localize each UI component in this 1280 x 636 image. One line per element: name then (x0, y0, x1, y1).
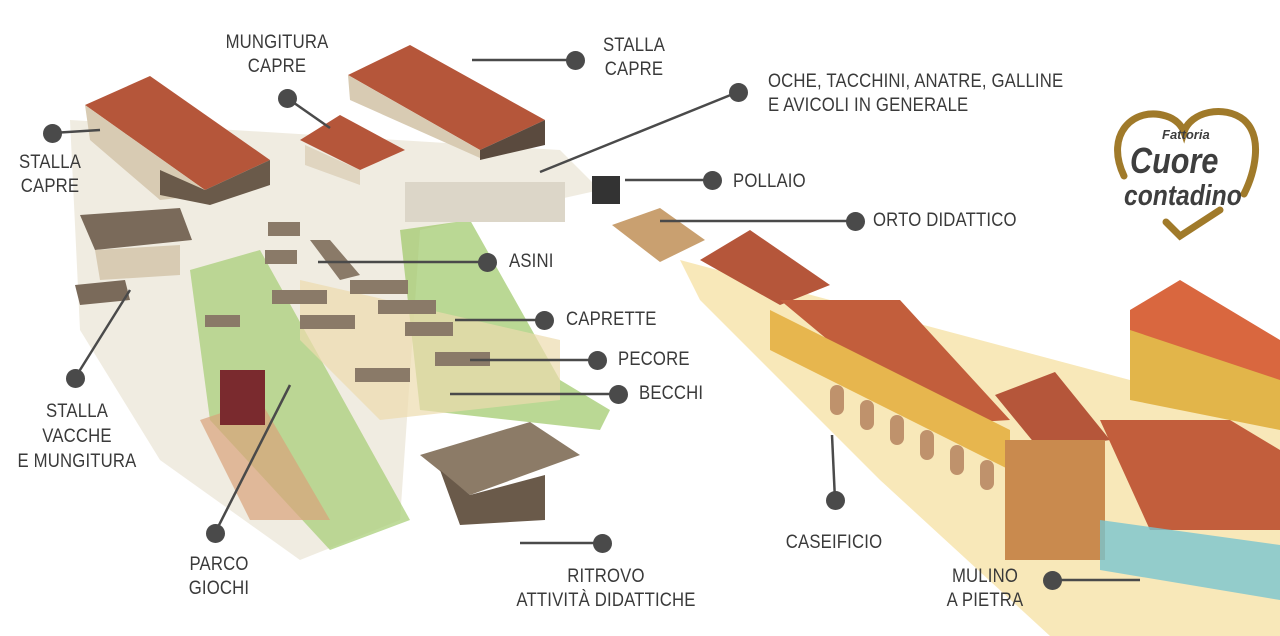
label-line: STALLA (602, 35, 666, 56)
label-stalla-vacche: STALLA VACCHE E MUNGITURA (15, 399, 138, 474)
label-stalla-capre-top: STALLA CAPRE (590, 34, 678, 82)
marker-pollaio[interactable] (703, 171, 722, 190)
heart-icon (1114, 108, 1260, 241)
label-becchi: BECCHI (639, 382, 703, 406)
label-stalla-capre-left: STALLA CAPRE (6, 151, 94, 199)
label-line: E AVICOLI IN GENERALE (768, 95, 969, 116)
label-caseificio: CASEIFICIO (781, 531, 887, 555)
label-line: E MUNGITURA (17, 451, 137, 472)
label-line: ORTO DIDATTICO (873, 210, 1017, 231)
label-pollaio: POLLAIO (733, 170, 806, 194)
marker-asini[interactable] (478, 253, 497, 272)
logo-text-cuore: Cuore (1130, 140, 1219, 181)
label-line: VACCHE (42, 426, 112, 447)
label-line: OCHE, TACCHINI, ANATRE, GALLINE (768, 71, 1064, 92)
label-line: ASINI (509, 251, 554, 272)
logo-text-contadino: contadino (1124, 180, 1242, 212)
label-line: CAPRE (20, 176, 80, 197)
label-line: CAPRE (247, 56, 307, 77)
marker-caseificio[interactable] (826, 491, 845, 510)
marker-becchi[interactable] (609, 385, 628, 404)
marker-stalla-capre-top[interactable] (566, 51, 585, 70)
label-line: A PIETRA (946, 590, 1024, 611)
marker-parco-giochi[interactable] (206, 524, 225, 543)
marker-orto[interactable] (846, 212, 865, 231)
label-line: CASEIFICIO (785, 532, 883, 553)
label-line: STALLA (18, 152, 82, 173)
label-line: RITROVO (567, 566, 645, 587)
label-line: BECCHI (639, 383, 704, 404)
label-asini: ASINI (509, 250, 554, 274)
label-line: PARCO (189, 554, 249, 575)
marker-pecore[interactable] (588, 351, 607, 370)
label-line: CAPRE (604, 59, 664, 80)
label-avicoli: OCHE, TACCHINI, ANATRE, GALLINE E AVICOL… (768, 70, 1063, 118)
label-line: MUNGITURA (225, 32, 329, 53)
label-orto: ORTO DIDATTICO (873, 209, 1017, 233)
label-parco-giochi: PARCO GIOCHI (175, 553, 263, 601)
label-ritrovo: RITROVO ATTIVITÀ DIDATTICHE (509, 565, 703, 613)
label-line: MULINO (951, 566, 1019, 587)
marker-avicoli[interactable] (729, 83, 748, 102)
label-line: POLLAIO (733, 171, 806, 192)
label-caprette: CAPRETTE (566, 308, 657, 332)
marker-mungitura-capre[interactable] (278, 89, 297, 108)
marker-caprette[interactable] (535, 311, 554, 330)
label-mulino: MULINO A PIETRA (941, 565, 1029, 613)
label-line: ATTIVITÀ DIDATTICHE (516, 590, 696, 611)
label-line: CAPRETTE (566, 309, 657, 330)
label-mungitura-capre: MUNGITURA CAPRE (224, 31, 330, 79)
label-line: STALLA (45, 401, 109, 422)
marker-mulino[interactable] (1043, 571, 1062, 590)
logo-text-fattoria: Fattoria (1162, 127, 1210, 142)
logo-fattoria-cuore-contadino: Fattoria Cuore contadino (1104, 104, 1264, 244)
label-pecore: PECORE (618, 348, 690, 372)
marker-stalla-capre-left[interactable] (43, 124, 62, 143)
marker-stalla-vacche[interactable] (66, 369, 85, 388)
marker-ritrovo[interactable] (593, 534, 612, 553)
label-line: GIOCHI (188, 578, 250, 599)
label-line: PECORE (618, 349, 690, 370)
